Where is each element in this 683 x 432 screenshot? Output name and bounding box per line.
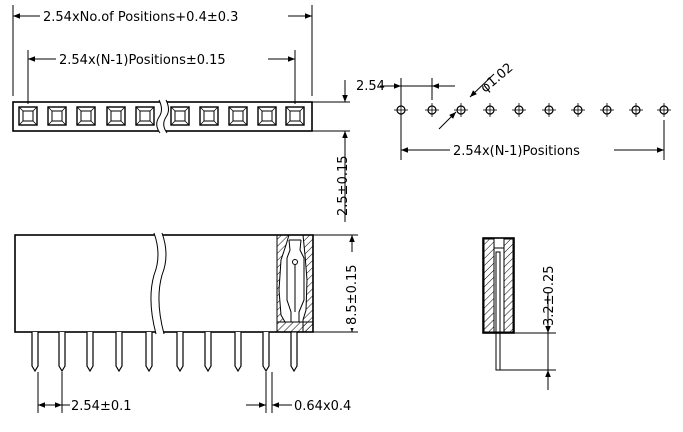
header-pin xyxy=(58,332,66,373)
top-view: 2.54xNo.of Positions+0.4±0.3 2.54x(N-1)P… xyxy=(12,5,351,222)
pcb-hole xyxy=(600,103,614,117)
header-pin xyxy=(115,332,123,373)
header-pin xyxy=(204,332,212,373)
cavity-square xyxy=(170,106,190,126)
pcb-hole xyxy=(657,103,671,117)
header-pin xyxy=(176,332,184,373)
cavity-square xyxy=(18,106,38,126)
cavity-square xyxy=(135,106,155,126)
header-pin xyxy=(31,332,39,373)
front-pitch-label: 2.54±0.1 xyxy=(71,399,132,414)
cavity-square xyxy=(285,106,305,126)
footprint-span-label: 2.54x(N-1)Positions xyxy=(453,144,580,159)
pcb-hole xyxy=(425,103,439,117)
header-pin xyxy=(234,332,242,373)
top-height-label: 2.5±0.15 xyxy=(336,155,351,216)
contact-section xyxy=(276,234,314,333)
front-height-label: 8.5±0.15 xyxy=(345,264,360,325)
cavity-square xyxy=(199,106,219,126)
header-pin xyxy=(290,332,298,373)
side-view: 3.2±0.25 xyxy=(482,237,557,390)
overall-width-label: 2.54xNo.of Positions+0.4±0.3 xyxy=(43,10,238,25)
cavity-square xyxy=(76,106,96,126)
header-pin xyxy=(86,332,94,373)
pcb-footprint: 2.54 φ1.02 2.54x(N-1)Positions xyxy=(356,60,671,160)
cavity-square xyxy=(257,106,277,126)
hole-diameter-label: φ1.02 xyxy=(478,60,516,96)
front-view: 8.5±0.15 2.54±0.1 0.64x0.4 xyxy=(14,232,360,414)
pcb-hole xyxy=(454,103,468,117)
pin-size-label: 0.64x0.4 xyxy=(294,399,351,414)
cavity-square xyxy=(47,106,67,126)
pcb-hole xyxy=(483,103,497,117)
pcb-hole xyxy=(629,103,643,117)
cavity-square xyxy=(106,106,126,126)
tail-length-label: 3.2±0.25 xyxy=(542,265,557,326)
pitch-label: 2.54 xyxy=(356,79,385,94)
cavity-square xyxy=(228,106,248,126)
header-pin xyxy=(145,332,153,373)
header-pin xyxy=(262,332,270,373)
pcb-hole xyxy=(542,103,556,117)
pcb-hole xyxy=(394,103,408,117)
pitch-span-label: 2.54x(N-1)Positions±0.15 xyxy=(59,53,226,68)
pcb-hole xyxy=(512,103,526,117)
header-body-top xyxy=(12,99,313,134)
pcb-hole xyxy=(571,103,585,117)
